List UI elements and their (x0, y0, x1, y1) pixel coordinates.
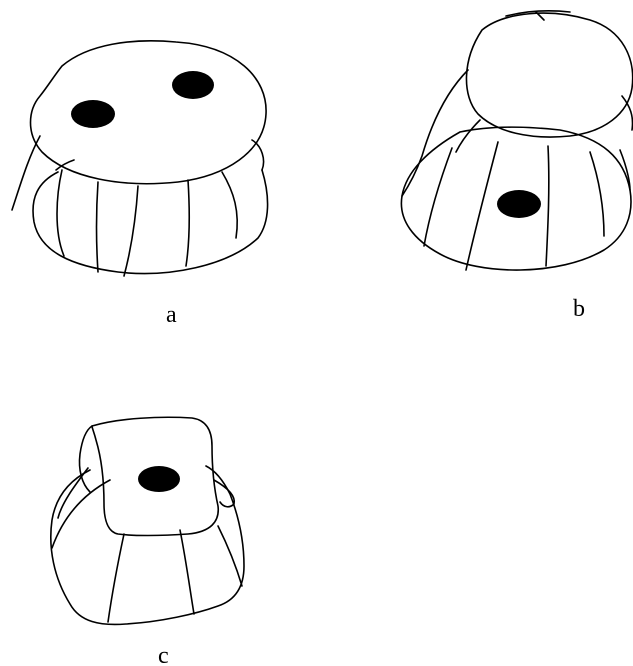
panel-b-label: b (573, 296, 585, 322)
panel-c-pleat-3 (218, 526, 242, 586)
panel-b-drawing: b (401, 11, 632, 322)
panel-a-fibre-left (12, 136, 40, 210)
panel-c-pleat-2 (180, 530, 194, 614)
panel-b-pleat-1 (424, 148, 452, 246)
panel-c-pleat-1 (108, 534, 124, 622)
panel-a-pleat-3 (124, 186, 138, 276)
panel-b-pleat-3 (546, 146, 549, 266)
panel-a-hole-2 (172, 71, 214, 99)
panel-c-drawing: c (51, 417, 244, 666)
panel-a-hole-1 (71, 100, 115, 128)
panel-a-pleat-1 (57, 170, 64, 256)
panel-a-label: a (166, 302, 177, 328)
panel-c-hole (138, 466, 180, 492)
panel-a-drawing: a (12, 41, 268, 328)
panel-b-hole (497, 190, 541, 218)
panel-a-sleeve-outline (33, 170, 268, 274)
panel-a-pleat-2 (97, 182, 99, 272)
panel-c-label: c (158, 643, 169, 666)
panel-b-cap-outline (466, 13, 632, 137)
panel-b-strand-2 (456, 120, 480, 152)
panel-a-sleeve-right-edge (252, 140, 264, 170)
panel-c-rim-back (52, 480, 110, 548)
panel-a-pleat-5 (222, 172, 237, 238)
panel-a-cap-outline (31, 41, 267, 184)
panel-a-pleat-4 (186, 180, 189, 266)
panel-b-pleat-2 (466, 142, 498, 270)
panel-c-flap-fold (79, 426, 92, 492)
panel-b-pleat-4 (590, 152, 604, 236)
